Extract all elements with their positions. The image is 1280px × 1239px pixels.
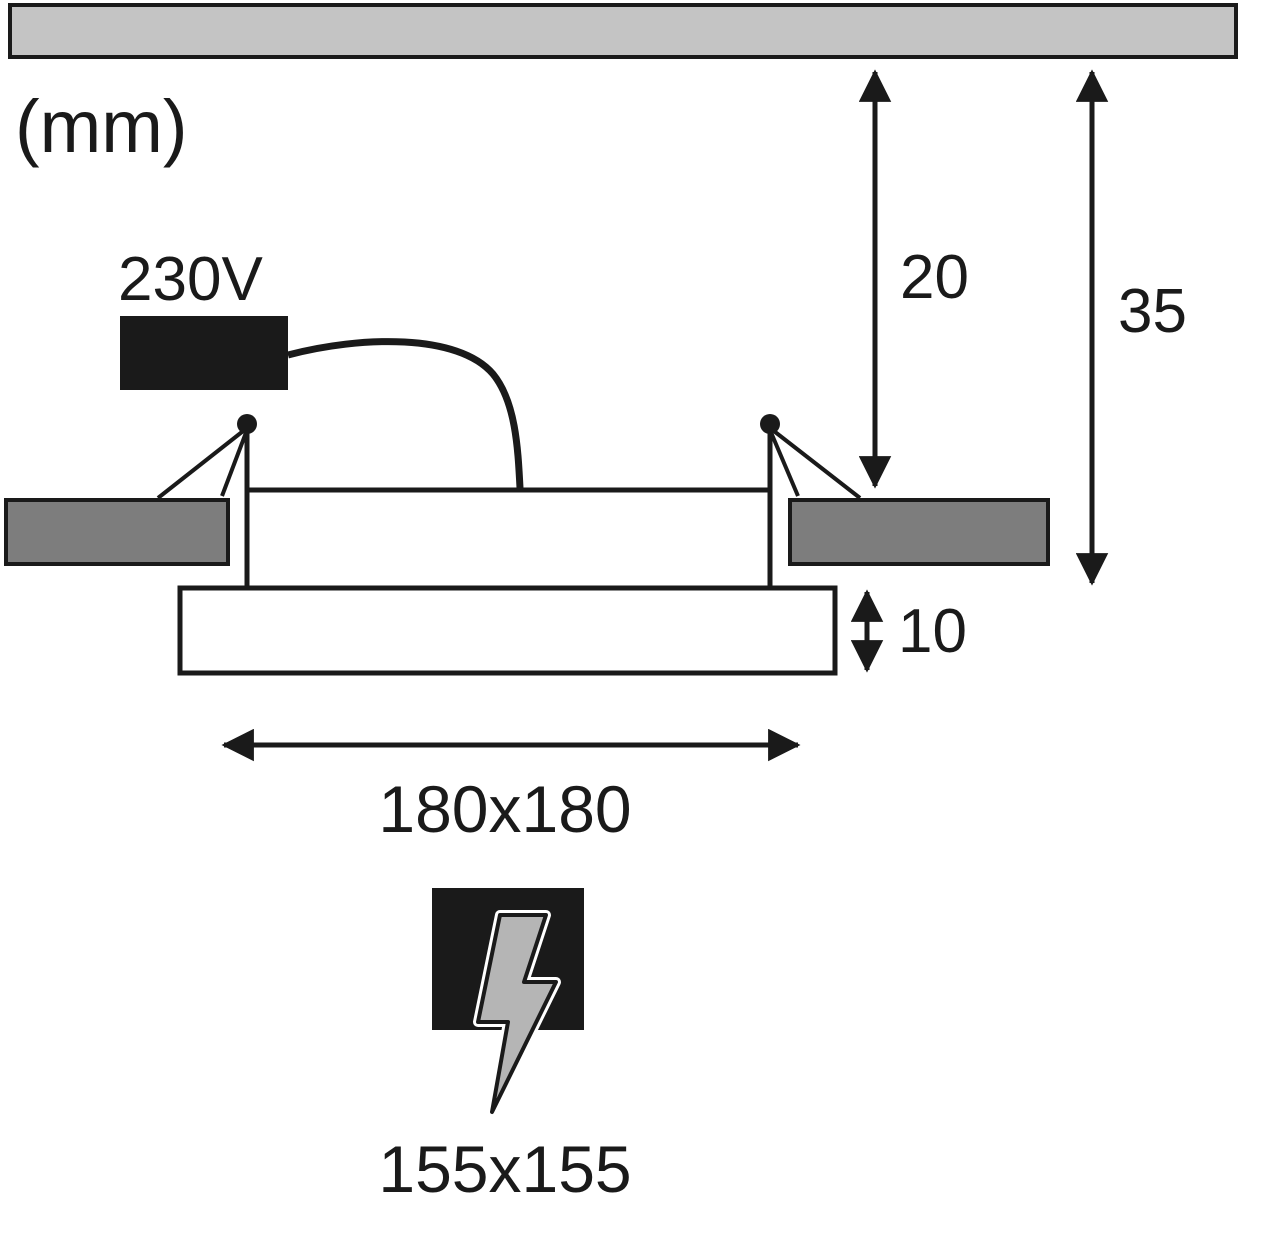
dim-label-panel-size: 180x180 (378, 772, 631, 846)
voltage-label: 230V (118, 245, 263, 314)
mounting-clip-left (4, 498, 230, 566)
lightning-bolt-icon (473, 910, 561, 1117)
panel-housing (244, 487, 773, 591)
driver-box (120, 316, 288, 390)
pivot-dot-right (760, 414, 780, 434)
mounting-clip-right (788, 498, 1050, 566)
dim-label-panel-thickness: 10 (898, 597, 967, 666)
unit-label: (mm) (15, 85, 188, 168)
spring-wire-right (768, 426, 862, 500)
dim-label-total-height: 35 (1118, 277, 1187, 346)
pivot-dot-left (237, 414, 257, 434)
ceiling-bar (8, 3, 1238, 59)
panel-frame (177, 585, 838, 676)
power-cable (287, 338, 524, 489)
spring-wire-left (156, 426, 249, 500)
dim-label-recess-depth: 20 (900, 243, 969, 312)
cutout-size-label: 155x155 (378, 1132, 631, 1206)
